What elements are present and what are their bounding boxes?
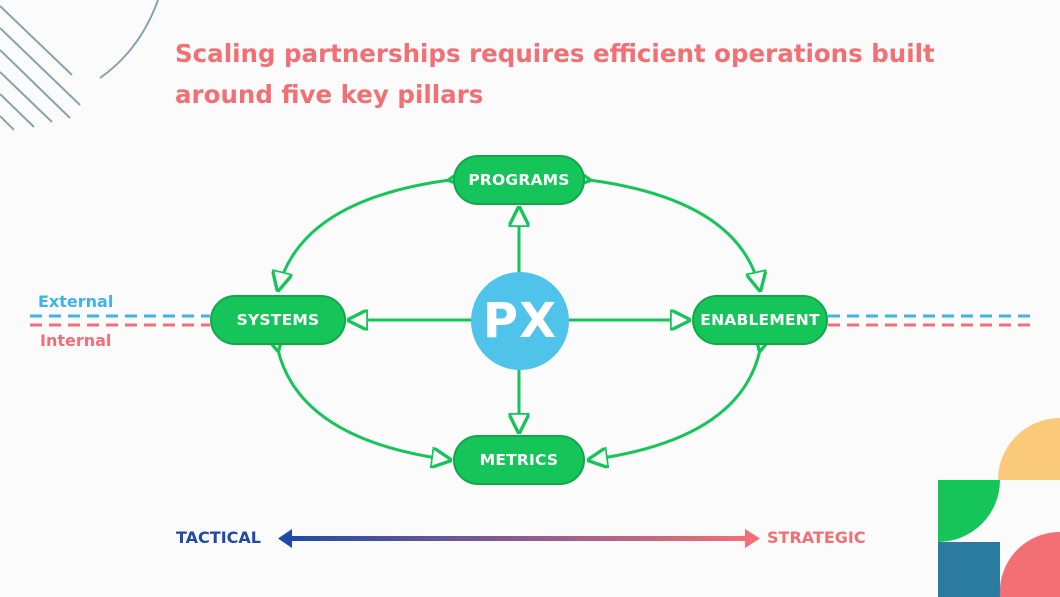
arc-enablement-metrics xyxy=(589,350,760,460)
axis-strategic-label: STRATEGIC xyxy=(767,528,866,547)
decorative-lines xyxy=(0,0,159,131)
zone-external-label: External xyxy=(38,292,114,311)
pillar-metrics: METRICS xyxy=(453,435,585,485)
zone-internal-label: Internal xyxy=(40,331,112,350)
external-internal-divider xyxy=(30,314,1035,327)
deco-yellow-shape xyxy=(998,418,1060,480)
deco-green-shape xyxy=(938,480,1000,542)
axis-tactical-label: TACTICAL xyxy=(176,528,261,547)
px-hub: PX xyxy=(471,272,569,370)
title-line-1: Scaling partnerships requires efficient … xyxy=(175,39,935,68)
pillar-enablement: ENABLEMENT xyxy=(692,295,828,345)
arc-programs-systems xyxy=(278,180,450,290)
deco-blue-shape xyxy=(938,542,1000,597)
pillar-programs: PROGRAMS xyxy=(453,155,585,205)
tactical-strategic-axis xyxy=(278,529,760,548)
deco-coral-shape xyxy=(999,531,1060,597)
title-line-2: around five key pillars xyxy=(175,80,484,109)
decorative-shapes xyxy=(938,418,1060,597)
arc-programs-enablement xyxy=(589,180,760,290)
page-title: Scaling partnerships requires efficient … xyxy=(175,33,995,115)
arc-systems-metrics xyxy=(278,350,450,460)
pillar-systems: SYSTEMS xyxy=(210,295,346,345)
